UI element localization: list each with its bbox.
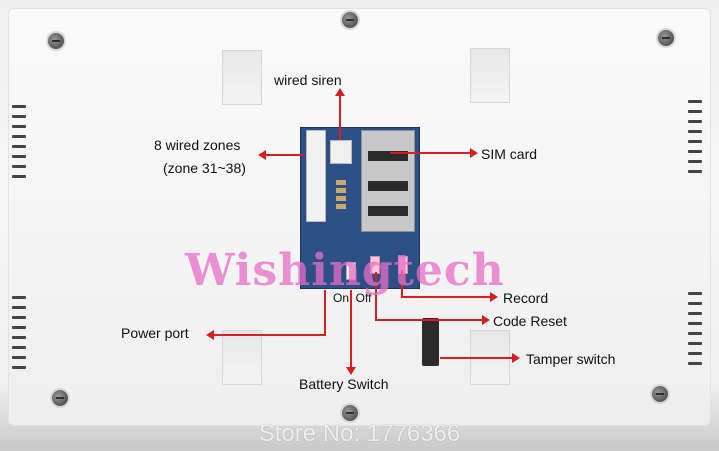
vent-left-bottom <box>12 296 26 376</box>
vent-right-top <box>688 100 702 180</box>
power-port-label: Power port <box>121 325 189 341</box>
screw-bottom-right <box>652 386 668 402</box>
code-reset-label: Code Reset <box>493 313 567 329</box>
vent-right-bottom <box>688 292 702 372</box>
sim-card-holder <box>361 130 415 232</box>
wired-zones-label-line1: 8 wired zones <box>154 137 241 153</box>
vent-left-top <box>12 105 26 185</box>
tamper-switch-label: Tamper switch <box>526 351 616 367</box>
screw-bottom-left <box>52 390 68 406</box>
header-pins <box>336 180 346 210</box>
leader-record <box>401 270 494 298</box>
record-label: Record <box>503 290 549 306</box>
screw-bottom-center <box>342 405 358 421</box>
tamper-switch <box>422 318 439 366</box>
on-off-label: On Off <box>333 291 372 305</box>
watermark-text: Wishingtech <box>185 245 505 296</box>
mount-slot-top-right <box>470 48 510 103</box>
screw-top-left <box>48 33 64 49</box>
wired-siren-label: wired siren <box>274 72 342 88</box>
wired-zones-label-line2: (zone 31~38) <box>163 160 246 176</box>
mount-slot-bottom-left <box>222 330 262 385</box>
siren-connector <box>330 140 352 164</box>
sim-card-label: SIM card <box>481 146 538 162</box>
store-number-text: Store No: 1776366 <box>258 420 461 447</box>
wired-zone-terminal-block <box>306 130 326 222</box>
screw-top-center <box>342 12 358 28</box>
screw-top-right <box>658 30 674 46</box>
battery-switch <box>346 262 356 280</box>
battery-switch-label: Battery Switch <box>299 376 389 392</box>
leader-power-port <box>210 290 326 336</box>
mount-slot-top-left <box>222 50 262 105</box>
leader-code-reset <box>375 272 486 321</box>
